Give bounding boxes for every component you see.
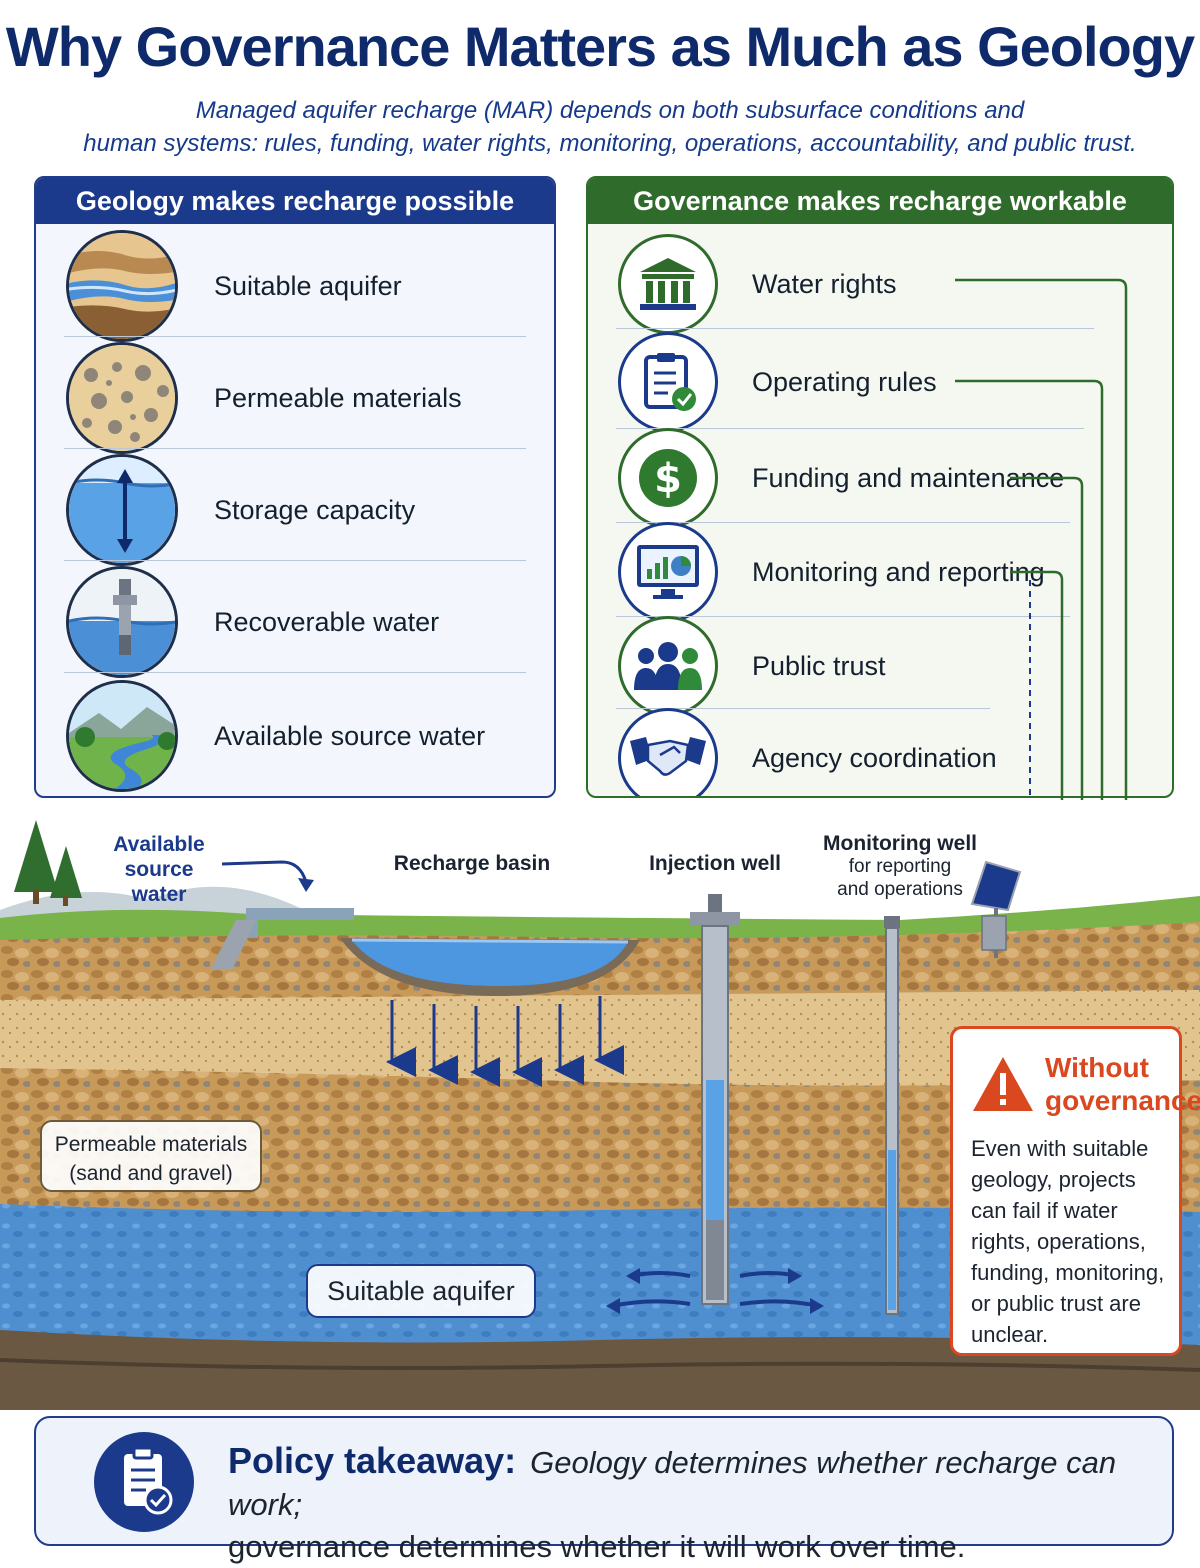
governance-item-coordination: Agency coordination xyxy=(618,708,997,796)
page-subtitle: Managed aquifer recharge (MAR) depends o… xyxy=(40,94,1180,160)
warning-title: Without governance xyxy=(1045,1051,1200,1117)
takeaway-lead: Policy takeaway: xyxy=(228,1440,517,1481)
row-divider xyxy=(616,428,1084,429)
governance-item-funding: $ Funding and maintenance xyxy=(618,428,1064,528)
warning-icon xyxy=(973,1057,1033,1111)
governance-item-operating-rules: Operating rules xyxy=(618,332,937,432)
source-water-label-line: source water xyxy=(124,858,194,906)
clipboard-check-icon xyxy=(94,1432,194,1532)
monitor-chart-icon xyxy=(618,522,718,622)
monitoring-well-label-line: for reporting xyxy=(848,856,952,877)
governance-item-label: Monitoring and reporting xyxy=(752,556,1045,587)
svg-text:$: $ xyxy=(654,456,682,502)
source-water-label: Available source water xyxy=(100,832,218,907)
row-divider xyxy=(64,560,526,561)
policy-takeaway-box: Policy takeaway:Geology determines wheth… xyxy=(34,1416,1174,1564)
permeable-materials-callout: Permeable materials (sand and gravel) xyxy=(40,1120,262,1192)
row-divider xyxy=(64,672,526,673)
permeable-callout-line: Permeable materials xyxy=(54,1133,248,1156)
geology-item-aquifer: Suitable aquifer xyxy=(66,230,402,342)
governance-panel-heading: Governance makes recharge workable xyxy=(588,178,1172,224)
geology-item-label: Storage capacity xyxy=(214,494,416,525)
governance-item-label: Agency coordination xyxy=(752,742,997,773)
monitoring-well-label-line: and operations xyxy=(837,879,963,900)
row-divider xyxy=(616,708,990,709)
governance-item-monitoring: Monitoring and reporting xyxy=(618,522,1045,622)
clipboard-check-icon xyxy=(618,332,718,432)
handshake-icon xyxy=(618,708,718,796)
dollar-icon: $ xyxy=(618,428,718,528)
geology-item-label: Suitable aquifer xyxy=(214,270,402,301)
geology-item-label: Permeable materials xyxy=(214,382,462,413)
geology-item-storage: Storage capacity xyxy=(66,454,415,566)
geology-item-permeable: Permeable materials xyxy=(66,342,462,454)
warning-body: Even with suitable geology, projects can… xyxy=(971,1136,1165,1347)
monitoring-well-label: Monitoring well for reporting and operat… xyxy=(820,832,980,901)
takeaway-line-2: governance determines whether it will wo… xyxy=(228,1529,966,1564)
row-divider xyxy=(616,616,1070,617)
governance-item-label: Operating rules xyxy=(752,366,937,397)
people-icon xyxy=(618,616,718,716)
geology-panel: Geology makes recharge possible Suitable… xyxy=(34,176,556,798)
courthouse-icon xyxy=(618,234,718,334)
page-title: Why Governance Matters as Much as Geolog… xyxy=(5,15,1195,78)
recharge-basin-label: Recharge basin xyxy=(393,852,551,875)
geology-item-recoverable: Recoverable water xyxy=(66,566,439,678)
geology-item-label: Recoverable water xyxy=(214,606,440,637)
geology-item-label: Available source water xyxy=(214,720,486,751)
monitoring-well-label-line: Monitoring well xyxy=(823,832,977,855)
subtitle-line-1: Managed aquifer recharge (MAR) depends o… xyxy=(195,97,1025,124)
row-divider xyxy=(64,336,526,337)
aquifer-layers-icon xyxy=(66,230,178,342)
row-divider xyxy=(616,522,1070,523)
governance-item-water-rights: Water rights xyxy=(618,234,897,334)
geology-panel-heading: Geology makes recharge possible xyxy=(36,178,554,224)
policy-takeaway-text: Policy takeaway:Geology determines wheth… xyxy=(228,1440,1148,1568)
subtitle-line-2: human systems: rules, funding, water rig… xyxy=(83,130,1137,157)
geology-item-source-water: Available source water xyxy=(66,680,485,792)
water-storage-icon xyxy=(66,454,178,566)
permeable-callout-line: (sand and gravel) xyxy=(69,1162,233,1185)
governance-item-label: Water rights xyxy=(752,268,897,299)
injection-well-label: Injection well xyxy=(649,852,781,875)
without-governance-warning: Without governance Even with suitable ge… xyxy=(950,1026,1200,1356)
row-divider xyxy=(616,328,1094,329)
source-water-arrow-icon xyxy=(221,860,314,892)
gravel-icon xyxy=(66,342,178,454)
source-water-label-line: Available xyxy=(113,833,205,856)
warning-title-line: governance xyxy=(1045,1085,1200,1116)
governance-item-label: Public trust xyxy=(752,650,886,681)
aquifer-cross-section xyxy=(0,800,1200,1410)
governance-item-public-trust: Public trust xyxy=(618,616,886,716)
governance-connector-lines xyxy=(955,278,1146,917)
takeaway-line-1: Geology determines whether recharge can … xyxy=(228,1445,1117,1522)
suitable-aquifer-callout: Suitable aquifer xyxy=(306,1264,536,1318)
warning-title-line: Without xyxy=(1045,1052,1149,1083)
row-divider xyxy=(64,448,526,449)
